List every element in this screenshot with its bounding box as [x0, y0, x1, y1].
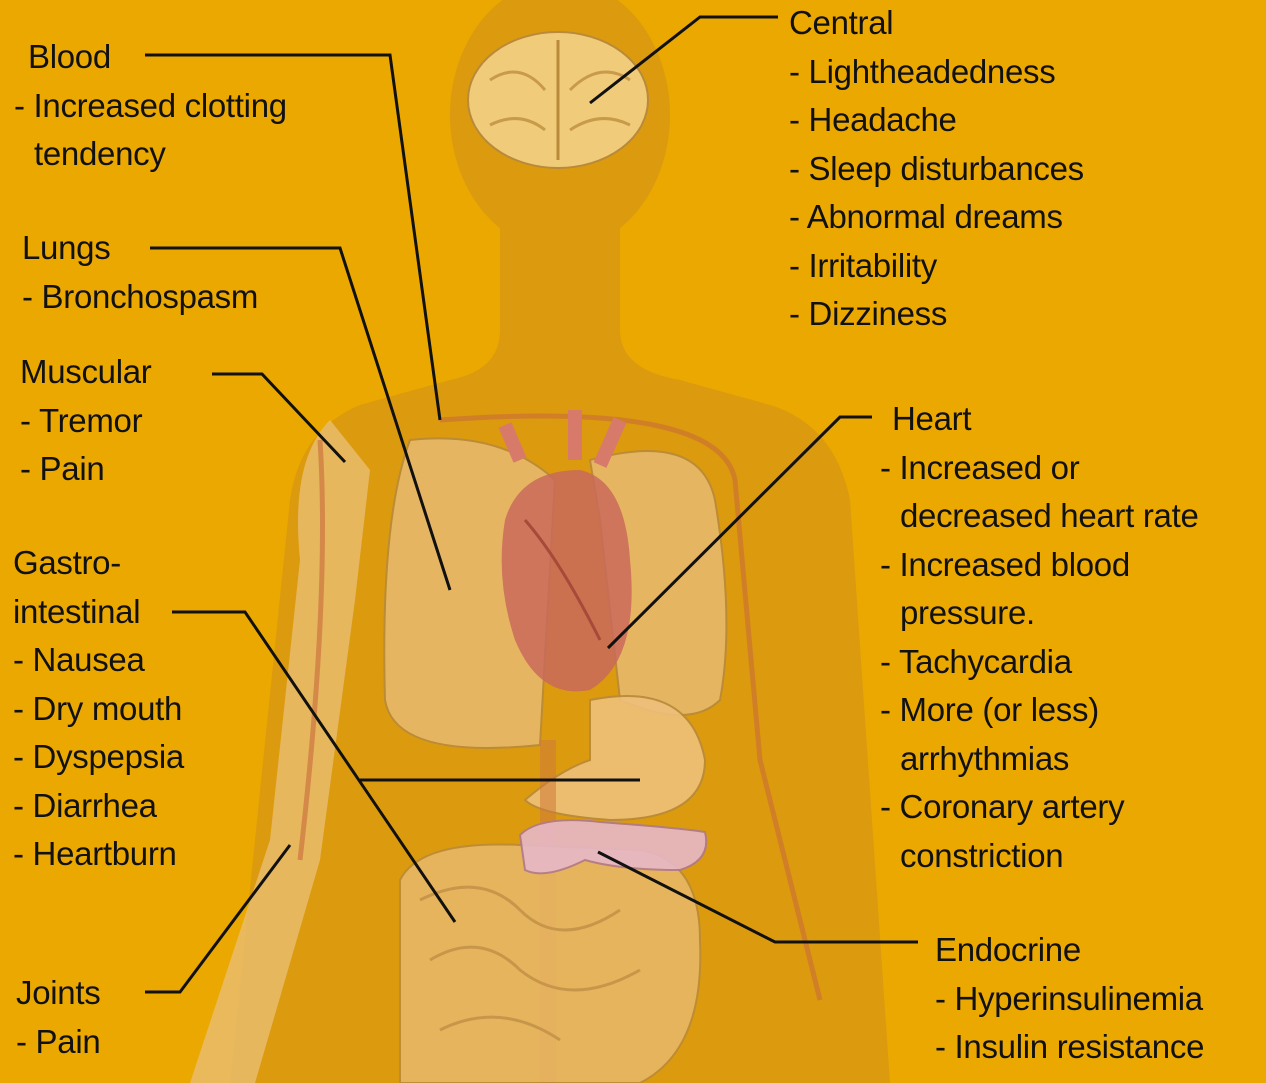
endocrine-item: - Hyperinsulinemia — [935, 975, 1204, 1024]
muscular-label: Muscular - Tremor - Pain — [20, 348, 151, 494]
gastro-item: - Diarrhea — [13, 782, 184, 831]
central-item: - Irritability — [789, 242, 1084, 291]
heart-title: Heart — [880, 395, 1199, 444]
central-item: - Headache — [789, 96, 1084, 145]
heart-item: - Coronary artery — [880, 783, 1199, 832]
gastro-item: - Dyspepsia — [13, 733, 184, 782]
endocrine-item: - Insulin resistance — [935, 1023, 1204, 1072]
central-item: - Sleep disturbances — [789, 145, 1084, 194]
endocrine-title: Endocrine — [935, 926, 1204, 975]
gastro-item: - Heartburn — [13, 830, 184, 879]
central-title: Central — [789, 0, 1084, 48]
lungs-label: Lungs - Bronchospasm — [22, 224, 258, 321]
heart-item: constriction — [880, 832, 1199, 881]
central-item: - Abnormal dreams — [789, 193, 1084, 242]
lungs-item: - Bronchospasm — [22, 273, 258, 322]
joints-item: - Pain — [16, 1018, 100, 1067]
gastrointestinal-label: Gastro- intestinal - Nausea - Dry mouth … — [13, 539, 184, 879]
gastro-item: - Nausea — [13, 636, 184, 685]
heart-item: decreased heart rate — [880, 492, 1199, 541]
muscular-item: - Pain — [20, 445, 151, 494]
brain-illustration — [468, 32, 648, 168]
heart-item: pressure. — [880, 589, 1199, 638]
gastro-title-line1: Gastro- — [13, 539, 184, 588]
heart-item: arrhythmias — [880, 735, 1199, 784]
blood-item: - Increased clotting — [14, 82, 287, 131]
blood-item: tendency — [14, 130, 287, 179]
muscular-title: Muscular — [20, 348, 151, 397]
heart-item: - More (or less) — [880, 686, 1199, 735]
central-item: - Lightheadedness — [789, 48, 1084, 97]
gastro-item: - Dry mouth — [13, 685, 184, 734]
blood-title: Blood — [14, 33, 287, 82]
central-item: - Dizziness — [789, 290, 1084, 339]
heart-item: - Tachycardia — [880, 638, 1199, 687]
joints-label: Joints - Pain — [16, 969, 100, 1066]
lungs-title: Lungs — [22, 224, 258, 273]
central-label: Central - Lightheadedness - Headache - S… — [789, 0, 1084, 339]
joints-title: Joints — [16, 969, 100, 1018]
heart-label: Heart - Increased or decreased heart rat… — [880, 395, 1199, 880]
muscular-item: - Tremor — [20, 397, 151, 446]
pancreas-illustration — [520, 820, 706, 873]
blood-label: Blood - Increased clotting tendency — [14, 33, 287, 179]
gastro-title-line2: intestinal — [13, 588, 184, 637]
heart-item: - Increased blood — [880, 541, 1199, 590]
heart-item: - Increased or — [880, 444, 1199, 493]
endocrine-label: Endocrine - Hyperinsulinemia - Insulin r… — [935, 926, 1204, 1072]
